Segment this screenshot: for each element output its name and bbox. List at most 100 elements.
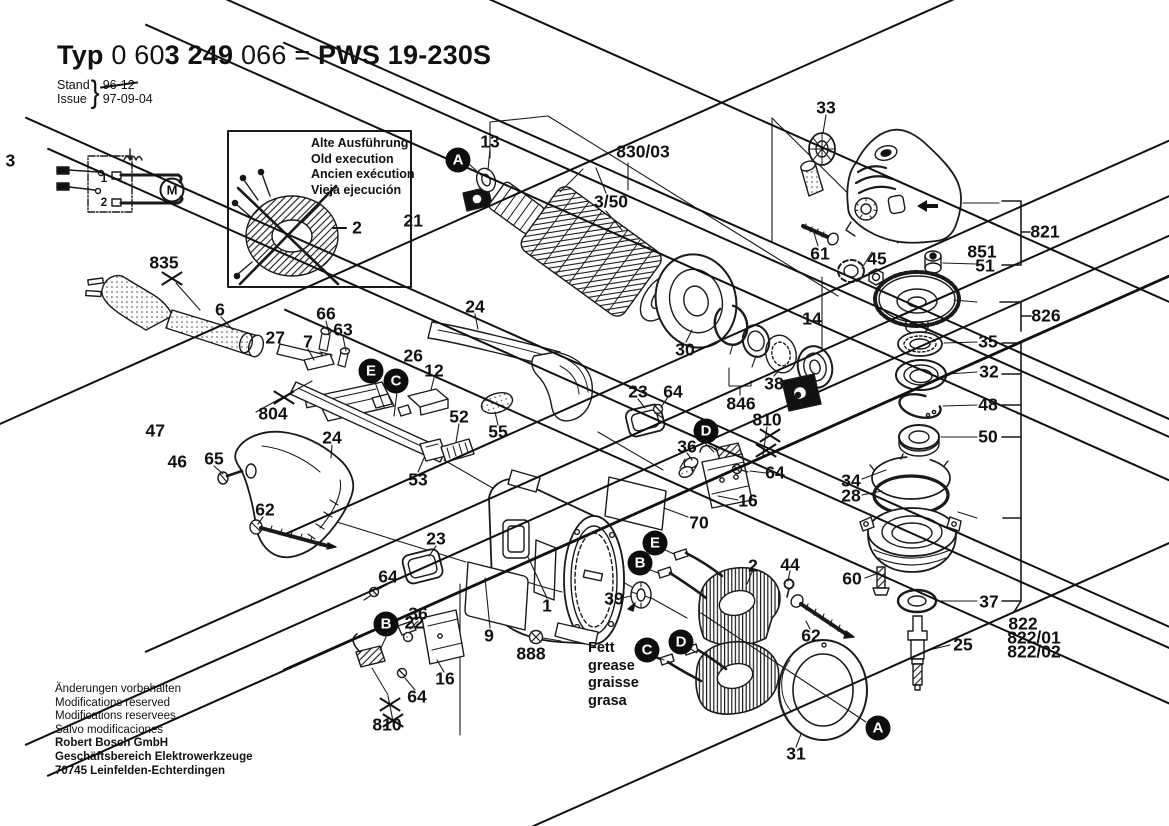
part-label-830-03: 830/03 <box>616 141 670 162</box>
assembly-badge-E: E <box>642 530 668 556</box>
grease-line-fr: graisse <box>588 675 639 691</box>
part-label-821: 821 <box>1030 221 1060 242</box>
part-label-6: 6 <box>215 299 225 320</box>
footer-line: Salvo modificaciones <box>55 723 164 736</box>
part-label-61: 61 <box>810 243 830 264</box>
brace-glyph: } <box>90 74 100 110</box>
part-label-23: 23 <box>426 528 446 549</box>
deleted-cross-mark <box>272 388 296 405</box>
assembly-badge-E: E <box>358 358 384 384</box>
assembly-badge-C: C <box>634 637 660 663</box>
model-name: PWS 19-230S <box>317 40 492 70</box>
part-label-64: 64 <box>407 686 427 707</box>
part-label-16: 16 <box>738 490 758 511</box>
stand-label: Stand <box>57 78 90 92</box>
assembly-badge-C: C <box>383 368 409 394</box>
part-label-39: 39 <box>604 588 624 609</box>
stand-value-struck: 96-12 <box>102 78 135 92</box>
part-label-36: 36 <box>677 436 697 457</box>
grease-line-es: grasa <box>588 692 627 709</box>
part-label-70: 70 <box>689 512 709 533</box>
part-label-64: 64 <box>378 566 398 587</box>
part-label-810: 810 <box>752 409 782 430</box>
deleted-cross-mark <box>381 711 405 728</box>
part-label-28: 28 <box>841 485 861 506</box>
part-label-24: 24 <box>465 296 485 317</box>
part-label-66: 66 <box>316 303 336 324</box>
assembly-badge-D: D <box>693 418 719 444</box>
part-label-888: 888 <box>516 643 546 664</box>
part-label-50: 50 <box>978 426 998 447</box>
type-number-bold: 3 249 <box>164 40 234 70</box>
field-coil-drawing <box>695 566 868 741</box>
part-label-27: 27 <box>266 329 1169 347</box>
part-label-7: 7 <box>303 331 313 352</box>
assembly-badge-D: D <box>668 629 694 655</box>
part-label-14: 14 <box>802 308 822 329</box>
part-label-62: 62 <box>801 625 821 646</box>
part-label-1: 1 <box>542 595 552 616</box>
part-label-64: 64 <box>663 381 683 402</box>
page-title: Typ 0 603 249 066 = PWS 19-230S <box>57 40 491 71</box>
motor-housing-drawing <box>464 469 667 647</box>
part-label-45: 45 <box>867 248 887 269</box>
issue-label: Issue <box>57 92 87 106</box>
part-label-53: 53 <box>408 469 428 490</box>
deleted-cross-mark <box>754 441 778 458</box>
part-label-822: 822 <box>1008 613 1038 634</box>
assembly-badge-A: A <box>445 147 471 173</box>
assembly-badge-B: B <box>373 611 399 637</box>
footer-line: Änderungen vorbehalten <box>55 683 181 695</box>
part-label-2: 2 <box>352 217 362 238</box>
part-label-60: 60 <box>842 568 862 589</box>
assembly-badge-A: A <box>865 715 891 741</box>
typ-label: Typ <box>57 40 104 70</box>
part-label-36: 36 <box>408 603 428 624</box>
part-label-16: 16 <box>435 668 455 689</box>
part-label-52: 52 <box>449 406 469 427</box>
part-label-835: 835 <box>149 252 179 273</box>
part-label-851: 851 <box>967 241 997 262</box>
footer-block: Änderungen vorbehalten Modifications res… <box>55 683 253 778</box>
grease-note: Fett grease graisse grasa <box>588 640 639 710</box>
part-label-34: 34 <box>841 470 861 491</box>
deleted-cross-mark <box>160 269 184 286</box>
type-number-prefix: 0 60 <box>111 40 165 70</box>
part-label-822-02: 822/02 <box>1007 641 1061 662</box>
grease-line-en: grease <box>588 657 635 674</box>
part-label-822-01: 822/01 <box>1007 627 1061 648</box>
part-label-62: 62 <box>255 499 275 520</box>
footer-line: Modifications reserved <box>55 696 171 709</box>
part-label-51: 51 <box>975 255 995 276</box>
part-label-46: 46 <box>168 452 1169 471</box>
part-label-32: 32 <box>979 361 999 382</box>
part-label-23: 23 <box>628 381 648 402</box>
part-label-21: 21 <box>404 211 1169 230</box>
deleted-cross-mark <box>378 695 402 712</box>
part-label-26: 26 <box>404 346 1169 365</box>
part-label-9: 9 <box>484 625 494 646</box>
part-label-47: 47 <box>146 422 1169 440</box>
footer-city: 70745 Leinfelden-Echterdingen <box>55 764 225 777</box>
part-label-37: 37 <box>979 591 999 612</box>
issue-value: 97-09-04 <box>102 92 153 106</box>
motor-symbol-label: M <box>166 182 178 198</box>
part-label-3-50: 3/50 <box>593 191 629 212</box>
part-label-64: 64 <box>765 462 785 483</box>
part-label-30: 30 <box>675 339 695 360</box>
inset-line-de: Alte Ausführung <box>311 136 409 150</box>
type-number-suffix: 066 <box>240 40 287 70</box>
part-label-44: 44 <box>780 554 800 575</box>
part-label-3: 3 <box>6 152 1169 170</box>
part-label-804: 804 <box>258 403 288 424</box>
part-label-48: 48 <box>978 394 998 415</box>
part-label-846: 846 <box>726 393 756 414</box>
wiring-terminal-1-label: 1 <box>100 173 108 185</box>
part-label-25: 25 <box>953 634 973 655</box>
inset-line-es: Vieja ejecución <box>311 182 402 197</box>
part-label-22: 22 <box>405 614 1169 632</box>
part-label-33: 33 <box>816 97 836 118</box>
grease-line-de: Fett <box>588 640 615 656</box>
